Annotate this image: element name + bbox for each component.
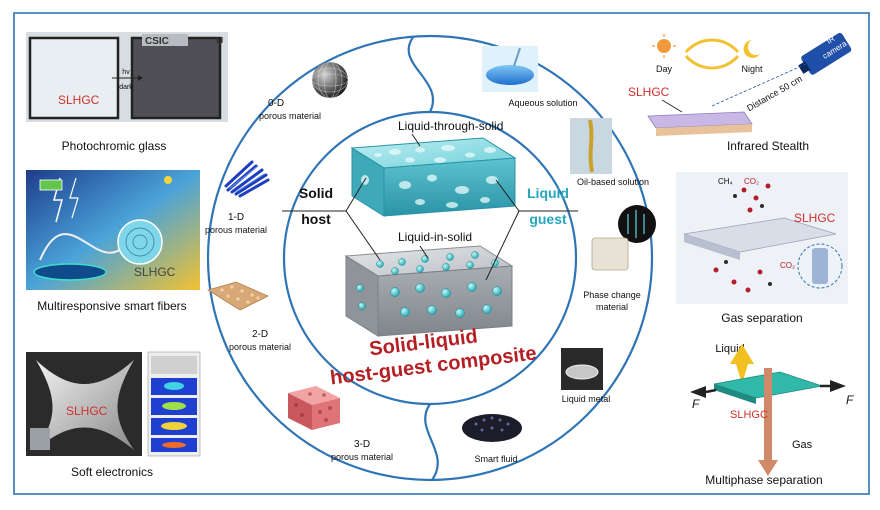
host-3d-dim: 3-D <box>354 439 370 450</box>
host-0d-dim: 0-D <box>268 98 284 109</box>
liquid-guest-label-line1: Liquid <box>527 185 569 201</box>
gas-co2-label-top: CO₂ <box>744 177 759 186</box>
strain-heatmap-icon <box>151 378 197 452</box>
wave-divider-bottom <box>424 403 439 481</box>
infrared-day-label: Day <box>656 64 673 74</box>
guest-liquid-metal: Liquid metal <box>561 348 610 404</box>
host-0d-desc: porous material <box>259 111 321 121</box>
sun-day-icon <box>657 39 671 53</box>
host-3d-desc: porous material <box>331 452 393 462</box>
wave-divider-top <box>407 35 434 113</box>
gas-ch4-label: CH₄ <box>718 177 733 186</box>
guest-smart-fluid: Smart fluid <box>462 414 522 464</box>
app-smart-fibers: SLHGC Multiresponsive smart fibers <box>26 170 200 313</box>
app-photochromic-glass: CSIC U hv dark SLHGC Photochromic glass <box>26 32 228 153</box>
host-3d: 3-D porous material <box>288 386 393 462</box>
host-1d-dim: 1-D <box>228 212 244 223</box>
infrared-camera-label-1: IR <box>825 34 837 46</box>
host-2d: 2-D porous material <box>207 281 291 352</box>
guest-oil-label: Oil-based solution <box>577 177 649 187</box>
liquid-in-solid-block <box>344 245 514 337</box>
moon-night-icon <box>743 40 760 58</box>
liquid-metal-dish-icon <box>565 364 599 380</box>
foam-block-icon <box>288 386 340 430</box>
multiphase-slhgc-tag: SLHGC <box>730 409 768 421</box>
sphere-mesh-icon <box>312 62 348 98</box>
photochromic-caption: Photochromic glass <box>62 139 167 153</box>
fiber-cross-section-icon <box>117 219 163 265</box>
aqueous-dish-icon <box>486 65 534 85</box>
multiphase-force-left: F <box>692 397 700 411</box>
soft-electronics-slhgc-tag: SLHGC <box>66 404 108 418</box>
guest-liquid-metal-label: Liquid metal <box>562 394 611 404</box>
photochromic-slhgc-tag: SLHGC <box>58 93 100 107</box>
battery-icon <box>39 179 63 191</box>
app-soft-electronics: SLHGC Soft electronics <box>26 351 201 479</box>
guest-aqueous: Aqueous solution <box>482 46 578 108</box>
photochromic-sign-text: CSIC <box>145 36 169 47</box>
force-arrow-left-icon <box>690 386 706 398</box>
host-1d-desc: porous material <box>205 225 267 235</box>
oil-pour-icon <box>588 119 594 173</box>
solid-host-label-line1: Solid <box>299 185 333 201</box>
liquid-flow-arrow-icon <box>730 344 754 384</box>
multiphase-force-right: F <box>846 393 854 407</box>
photochromic-dark-label: dark <box>119 84 133 91</box>
app-multiphase-separation: Liquid F F SLHGC Gas Multiphase separati… <box>690 343 854 487</box>
infrared-night-label: Night <box>741 64 763 74</box>
gas-co2-label-bottom: CO₂ <box>780 261 795 270</box>
smart-fibers-caption: Multiresponsive smart fibers <box>37 299 186 313</box>
guest-aqueous-label: Aqueous solution <box>508 98 577 108</box>
infrared-distance-label: Distance 50 cm <box>745 74 804 114</box>
gas-sep-slhgc-tag: SLHGC <box>794 211 836 225</box>
host-0d: 0-D porous material <box>259 61 349 121</box>
liquid-through-solid-label: Liquid-through-solid <box>398 119 503 133</box>
smart-fibers-slhgc-tag: SLHGC <box>134 265 176 279</box>
gas-sep-caption: Gas separation <box>721 311 802 325</box>
guest-phase-change-label-1: Phase change <box>583 290 641 300</box>
ir-camera-icon <box>798 32 852 75</box>
guest-phase-change: Phase change material <box>583 205 656 312</box>
stretched-film-icon <box>36 360 134 450</box>
liquid-in-solid-label: Liquid-in-solid <box>398 230 472 244</box>
force-arrow-right-icon <box>830 380 846 392</box>
connector-lines <box>282 133 578 281</box>
day-night-cycle-icon <box>684 38 740 70</box>
infrared-caption: Infrared Stealth <box>727 139 809 153</box>
liquid-through-solid-block <box>350 137 517 217</box>
solid-host-label-line2: host <box>301 211 331 227</box>
multiphase-caption: Multiphase separation <box>705 473 822 487</box>
guest-oil: Oil-based solution <box>570 118 649 187</box>
host-2d-dim: 2-D <box>252 329 268 340</box>
app-infrared-stealth: Day Night IR camera Distance 50 cm SLHGC… <box>628 32 852 153</box>
multiphase-gas-label: Gas <box>792 439 813 451</box>
app-gas-separation: CH₄ CO₂ CO₂ SLHGC Gas separation <box>676 172 848 325</box>
host-2d-desc: porous material <box>229 342 291 352</box>
sun-icon <box>164 176 172 184</box>
outer-frame <box>13 12 870 495</box>
gas-flow-arrow-icon <box>764 368 772 460</box>
soft-electronics-caption: Soft electronics <box>71 465 153 479</box>
infrared-slhgc-tag: SLHGC <box>628 85 670 99</box>
photochromic-hv-label: hv <box>122 69 130 76</box>
guest-smart-fluid-label: Smart fluid <box>474 454 517 464</box>
guest-phase-change-label-2: material <box>596 302 628 312</box>
liquid-guest-label-line2: guest <box>529 211 567 227</box>
host-1d: 1-D porous material <box>205 160 270 235</box>
photochromic-sign-text-2: U <box>216 36 223 47</box>
phase-change-block-icon <box>591 237 629 271</box>
